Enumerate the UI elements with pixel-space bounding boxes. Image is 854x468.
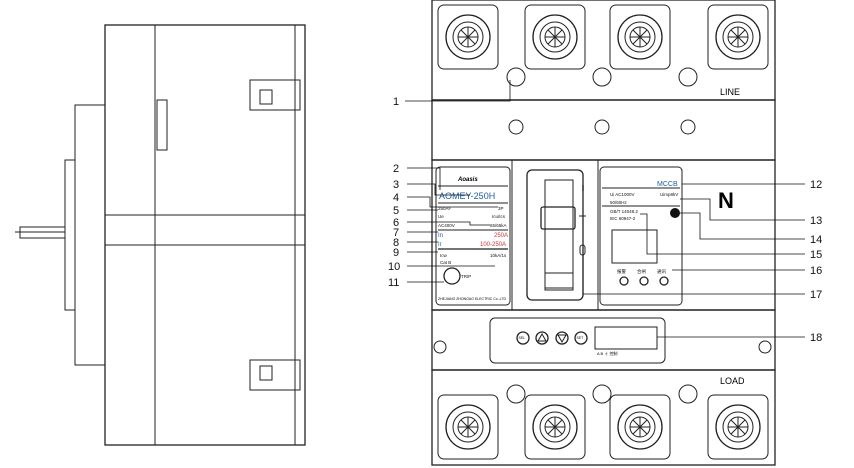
terminals [437,4,769,460]
callout-14: 14 [810,234,822,246]
side-view [15,24,306,446]
terminal-screw [524,4,586,70]
set-label: SET [577,336,585,340]
load-label: LOAD [720,376,745,386]
frame-rating: 250AF [438,206,452,211]
led-label-alarm: 报警 [617,268,626,275]
led-comm [659,276,669,286]
sel-button[interactable] [516,331,530,345]
terminal-screw [437,394,499,460]
terminal-screw [609,394,671,460]
callout-4: 4 [393,192,399,204]
model-name: AOMEY-250H [439,191,495,201]
terminal-screw [437,4,499,70]
port-indicators: A B ⏚ 控制 [597,350,617,356]
callout-10: 10 [388,261,400,273]
callout-11: 11 [388,277,399,289]
display-window [611,229,658,264]
callout-1: 1 [393,96,399,108]
sel-label: SEL [519,336,526,340]
leader-lines [405,80,805,338]
trip-label: TRIP [461,274,471,279]
certification-icon [670,208,680,218]
terminal-screw [609,4,671,70]
ue-label: Ue [438,214,444,219]
icw-label: Icw [440,253,448,258]
ui-rating: Ui AC1000V [610,192,635,197]
frequency: 50/60Hz [610,200,628,205]
breaking-capacity: 65/65kA [490,223,507,228]
set-button[interactable] [574,331,588,345]
down-arrow-icon [557,334,567,344]
led-label-closed: 合闸 [637,268,646,275]
callout-18: 18 [810,332,822,344]
manufacturer: ZHEJIANG ZHONGAO ELECTRIC Co.,LTD [438,297,506,301]
ir-value: 100-250A [480,242,506,248]
callout-8: 8 [393,237,399,249]
callout-13: 13 [810,215,822,227]
up-button[interactable] [535,331,549,345]
callout-6: 6 [393,217,399,229]
callout-12: 12 [810,179,822,191]
callout-2: 2 [393,163,399,175]
neutral-mark: N [718,188,734,213]
front-view: LINE LOAD N Aoasis AOMEY-250H 250AF 3P U… [431,0,776,466]
line-label: LINE [720,87,740,97]
terminal-screw [524,394,586,460]
led-alarm [619,276,629,286]
terminal-screw [707,4,769,70]
callout-17: 17 [810,289,822,301]
ir-label: Ir [438,242,442,248]
callout-15: 15 [810,249,822,261]
standard-iec: IEC 60947-2 [610,216,636,221]
in-value: 250A [494,233,508,239]
led-closed [639,276,649,286]
mccb-type: MCCB [657,181,678,188]
lcd-display [594,326,658,350]
standard-gb: GB/T 14048.2 [610,209,638,214]
callout-16: 16 [810,265,822,277]
icw-value: 10kA/1s [490,253,507,258]
down-button[interactable] [555,331,569,345]
callout-3: 3 [393,179,399,191]
poles: 3P [498,206,504,211]
callout-7: 7 [393,227,399,239]
in-label: In [438,233,443,239]
led-label-comm: 通讯 [657,268,666,275]
brand-logo: Aoasis [457,177,478,183]
trip-button[interactable] [443,267,461,285]
operating-handle[interactable] [540,206,576,230]
callout-9: 9 [393,247,399,259]
callout-5: 5 [393,205,399,217]
uimp-rating: Uimp8kV [660,192,678,197]
icu-ics-label: Icu/Ics [492,214,506,219]
rated-voltage: AC400V [438,223,455,228]
up-arrow-icon [537,332,547,342]
category: Cat B [440,260,451,265]
terminal-screw [707,394,769,460]
